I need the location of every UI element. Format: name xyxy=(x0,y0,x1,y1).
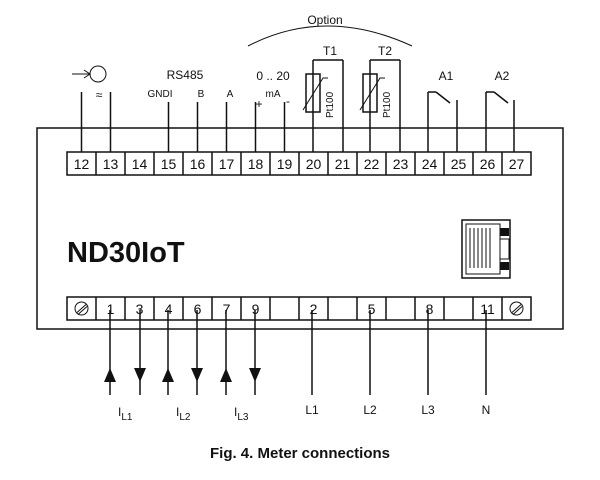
t1-pt100-label: Pt100 xyxy=(325,91,336,118)
top-terminal-27: 27 xyxy=(509,156,525,172)
power-input-icon xyxy=(72,65,107,83)
gndi-label: GNDI xyxy=(148,89,173,100)
bottom-terminal-7: 7 xyxy=(223,301,231,317)
voltage-label-l3: L3 xyxy=(421,403,435,417)
top-terminal-block: 12 13 14 15 16 17 18 19 20 21 22 23 24 25 26 27 xyxy=(66,92,532,176)
bottom-terminal-block: 1 3 4 6 7 9 2 5 8 11 xyxy=(66,296,532,321)
top-terminal-18: 18 xyxy=(248,156,264,172)
t2-label: T2 xyxy=(378,44,392,58)
minus-sign: - xyxy=(286,94,290,108)
a-label: A xyxy=(227,89,234,100)
top-terminal-17: 17 xyxy=(219,156,235,172)
top-terminal-21: 21 xyxy=(335,156,351,172)
top-terminal-24: 24 xyxy=(422,156,438,172)
device-housing xyxy=(36,127,564,330)
voltage-input-wiring xyxy=(311,310,487,395)
top-terminal-20: 20 xyxy=(306,156,322,172)
top-terminal-26: 26 xyxy=(480,156,496,172)
current-input-wiring xyxy=(104,310,261,395)
current-label-l3: IL3 xyxy=(234,405,249,423)
bottom-terminal-9: 9 xyxy=(252,301,260,317)
current-label-l1: IL1 xyxy=(118,405,133,423)
top-terminal-25: 25 xyxy=(451,156,467,172)
top-terminal-12: 12 xyxy=(74,156,90,172)
t1-label: T1 xyxy=(323,44,337,58)
t1-sensor-wiring xyxy=(302,59,344,152)
t2-pt100-label: Pt100 xyxy=(382,91,393,118)
top-terminal-23: 23 xyxy=(393,156,409,172)
bottom-terminal-4: 4 xyxy=(165,301,173,317)
top-terminal-16: 16 xyxy=(190,156,206,172)
voltage-label-l2: L2 xyxy=(363,403,377,417)
a2-relay-contact xyxy=(485,91,515,152)
top-terminal-13: 13 xyxy=(103,156,119,172)
top-terminal-19: 19 xyxy=(277,156,293,172)
bottom-terminal-1: 1 xyxy=(107,301,115,317)
terminal-screw-icon xyxy=(509,301,524,316)
plus-sign: + xyxy=(255,97,262,111)
bottom-terminal-5: 5 xyxy=(368,301,376,317)
option-bracket xyxy=(247,25,413,47)
figure-caption: Fig. 4. Meter connections xyxy=(210,445,390,462)
ac-symbol: ≈ xyxy=(96,88,103,102)
ethernet-port-icon xyxy=(461,219,511,279)
top-terminal-15: 15 xyxy=(161,156,177,172)
range-label: 0 .. 20 xyxy=(256,69,290,83)
b-label: B xyxy=(198,89,205,100)
a1-label: A1 xyxy=(439,69,454,83)
terminal-screw-icon xyxy=(74,301,89,316)
ma-label: mA xyxy=(266,89,281,100)
bottom-terminal-3: 3 xyxy=(136,301,144,317)
rs485-label: RS485 xyxy=(167,68,204,82)
voltage-label-l1: L1 xyxy=(305,403,319,417)
t2-sensor-wiring xyxy=(359,59,401,152)
device-name: ND30IoT xyxy=(67,237,185,269)
bottom-terminal-11: 11 xyxy=(480,301,495,317)
bottom-terminal-6: 6 xyxy=(194,301,202,317)
a1-relay-contact xyxy=(427,91,458,152)
top-terminal-14: 14 xyxy=(132,156,148,172)
bottom-terminal-2: 2 xyxy=(310,301,318,317)
a2-label: A2 xyxy=(495,69,510,83)
voltage-label-n: N xyxy=(482,403,491,417)
top-terminal-22: 22 xyxy=(364,156,380,172)
bottom-terminal-8: 8 xyxy=(426,301,434,317)
option-label: Option xyxy=(307,13,342,27)
current-label-l2: IL2 xyxy=(176,405,191,423)
